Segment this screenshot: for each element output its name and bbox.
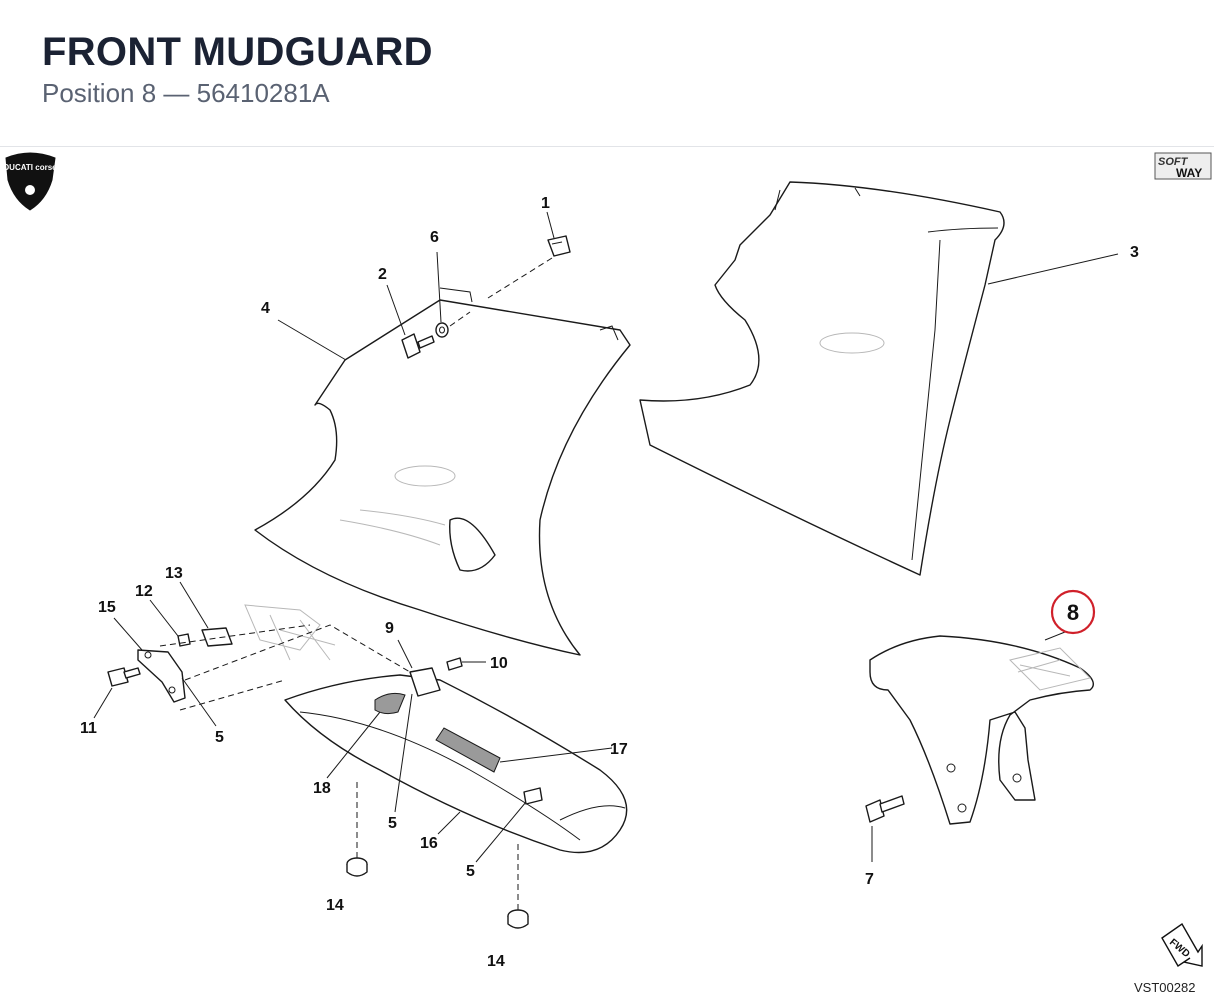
part-9-bracket[interactable]: [409, 667, 441, 697]
softway-logo-line2: WAY: [1176, 166, 1202, 180]
part-8-front-mudguard[interactable]: [869, 635, 1094, 825]
softway-logo-line1: SOFT: [1158, 156, 1189, 168]
callout-14-left: 14: [326, 897, 344, 914]
ducati-logo-text: DUCATI corse: [3, 163, 57, 172]
drawing-code: VST00282: [1134, 980, 1195, 995]
ghost-fork-assembly: [244, 604, 336, 661]
callout-3: 3: [1130, 244, 1139, 261]
leader-lines: [93, 211, 1119, 910]
part-15-bracket[interactable]: [137, 649, 186, 703]
callout-14-right: 14: [487, 953, 505, 970]
callout-17: 17: [610, 741, 628, 758]
part-16-lower-cowl[interactable]: [284, 674, 628, 854]
part-7-screw[interactable]: [865, 795, 905, 823]
page-title: FRONT MUDGUARD: [42, 30, 433, 74]
callout-2: 2: [378, 266, 387, 283]
part-10-screw[interactable]: [446, 657, 463, 671]
fwd-direction-icon: FWD: [1161, 922, 1203, 967]
ducati-corse-logo: DUCATI corse: [3, 152, 57, 211]
callout-9: 9: [385, 620, 394, 637]
part-3-right-fairing[interactable]: [639, 181, 1005, 576]
part-6-washer[interactable]: [435, 322, 449, 338]
callout-18: 18: [313, 780, 331, 797]
part-4-left-fairing[interactable]: [254, 287, 631, 656]
callout-10: 10: [490, 655, 508, 672]
callout-6: 6: [430, 229, 439, 246]
part-11-screw[interactable]: [107, 667, 141, 687]
part-14-rubber-foot-left[interactable]: [346, 857, 368, 877]
callout-12: 12: [135, 583, 153, 600]
part-18-insert[interactable]: [374, 692, 406, 715]
callout-8: 8: [1067, 600, 1079, 625]
header-divider: [0, 146, 1214, 147]
page-subtitle: Position 8 — 56410281A: [42, 78, 330, 108]
part-14-rubber-foot-right[interactable]: [507, 909, 529, 929]
part-17-sticker[interactable]: [435, 727, 501, 773]
callout-16: 16: [420, 835, 438, 852]
callout-1: 1: [541, 195, 550, 212]
part-13-spacer[interactable]: [201, 627, 233, 647]
callout-5-cowl-right: 5: [466, 863, 475, 880]
softway-logo: SOFT WAY: [1154, 152, 1212, 180]
callout-4: 4: [261, 300, 270, 317]
callout-5-cowl-left: 5: [388, 815, 397, 832]
part-5-fastener[interactable]: [523, 787, 543, 805]
callout-15: 15: [98, 599, 116, 616]
callout-labels: 1 2 3 4 5 5 5 6 7 9 10 11 12 13 14 14 15…: [80, 195, 1139, 970]
callout-7: 7: [865, 871, 874, 888]
highlight-ring: [1050, 589, 1096, 635]
part-2-screw[interactable]: [401, 333, 435, 359]
part-12-screw[interactable]: [177, 633, 191, 647]
callout-5-bracket: 5: [215, 729, 224, 746]
callout-8-highlight[interactable]: 8: [1050, 589, 1096, 635]
part-1-clip[interactable]: [547, 235, 571, 257]
callout-13: 13: [165, 565, 183, 582]
callout-11: 11: [80, 720, 97, 737]
